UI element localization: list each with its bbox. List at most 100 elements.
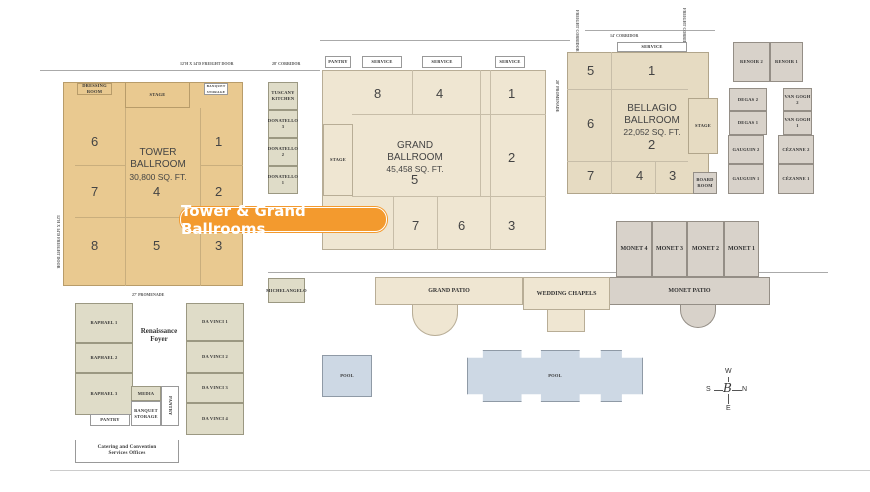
- cezanne-1[interactable]: Cézanne 1: [778, 164, 814, 194]
- monet-patio[interactable]: Monet Patio: [609, 277, 770, 305]
- room-label: Catering and Convention Services Offices: [97, 445, 157, 456]
- tower-ballroom[interactable]: [63, 82, 243, 286]
- monet-3[interactable]: Monet 3: [652, 221, 687, 277]
- section-number: 6: [91, 134, 99, 149]
- section-number: 5: [153, 238, 161, 253]
- room-label: Media: [137, 390, 155, 396]
- catering-offices[interactable]: Catering and Convention Services Offices: [75, 440, 179, 463]
- banquet-storage[interactable]: Banquet Storage: [204, 83, 228, 95]
- wedding-chapels[interactable]: Wedding Chapels: [523, 277, 610, 310]
- degas-2[interactable]: Degas 2: [729, 88, 767, 111]
- donatello-1[interactable]: Donatello 1: [268, 166, 298, 194]
- divider: [567, 89, 688, 90]
- van-gogh-1[interactable]: Van Gogh 1: [783, 111, 812, 135]
- section-number: 4: [636, 168, 644, 183]
- section-number: 2: [508, 150, 516, 165]
- room-label: Donatello 3: [267, 118, 299, 129]
- van-gogh-2[interactable]: Van Gogh 2: [783, 88, 812, 111]
- divider: [200, 108, 201, 286]
- grand-patio-bay: [412, 300, 458, 336]
- divider: [75, 217, 243, 218]
- corridor-label: 14' corridor: [610, 33, 639, 38]
- section-number: 2: [648, 137, 656, 152]
- board-room[interactable]: Board Room: [693, 172, 717, 194]
- pantry[interactable]: Pantry: [325, 56, 351, 68]
- donatello-3[interactable]: Donatello 3: [268, 110, 298, 138]
- gauguin-1[interactable]: Gauguin 1: [728, 164, 764, 194]
- pool-main[interactable]: Pool: [467, 350, 643, 402]
- pool-label: Pool: [548, 373, 562, 378]
- section-number: 7: [91, 184, 99, 199]
- renoir-2[interactable]: Renoir 2: [733, 42, 770, 82]
- compass-west: W: [725, 368, 732, 375]
- cezanne-2[interactable]: Cézanne 2: [778, 135, 814, 164]
- compass-north: N: [742, 386, 748, 393]
- media-room[interactable]: Media: [131, 386, 161, 401]
- service-room[interactable]: Service: [617, 42, 687, 52]
- da-vinci-1[interactable]: Da Vinci 1: [186, 303, 244, 341]
- grand-stage[interactable]: Stage: [323, 124, 353, 196]
- pool-small[interactable]: Pool: [322, 355, 372, 397]
- divider: [567, 161, 688, 162]
- divider: [125, 108, 126, 286]
- room-label: Michelangelo: [266, 287, 307, 293]
- board-room-label: Board Room: [696, 177, 714, 188]
- compass-east: E: [726, 405, 731, 412]
- renoir-1[interactable]: Renoir 1: [770, 42, 803, 82]
- bottom-border: [50, 470, 870, 471]
- tower-stage[interactable]: Stage: [125, 82, 190, 108]
- grand-patio[interactable]: Grand Patio: [375, 277, 523, 305]
- raphael-3[interactable]: Raphael 3: [75, 373, 133, 415]
- section-number: 1: [508, 86, 516, 101]
- pool-label: Pool: [340, 373, 354, 378]
- pantry-label: Pantry: [328, 59, 348, 64]
- monet-2[interactable]: Monet 2: [687, 221, 724, 277]
- pantry[interactable]: Pantry: [90, 414, 130, 426]
- room-label: Da Vinci 1: [202, 319, 228, 324]
- raphael-1[interactable]: Raphael 1: [75, 303, 133, 343]
- room-label: Monet 1: [727, 246, 756, 252]
- room-label: Da Vinci 2: [202, 354, 228, 359]
- da-vinci-2[interactable]: Da Vinci 2: [186, 341, 244, 373]
- gauguin-2[interactable]: Gauguin 2: [728, 135, 764, 164]
- dressing-room[interactable]: Dressing Room: [77, 83, 112, 95]
- da-vinci-4[interactable]: Da Vinci 4: [186, 403, 244, 435]
- section-number: 1: [648, 63, 656, 78]
- room-label: Grand Patio: [428, 288, 470, 294]
- room-label: Raphael 3: [90, 391, 118, 396]
- monet-4[interactable]: Monet 4: [616, 221, 652, 277]
- freight-door-label: 12'H x 14'D Freight Door: [180, 61, 234, 66]
- pantry[interactable]: Pantry: [161, 386, 179, 426]
- monet-1[interactable]: Monet 1: [724, 221, 759, 277]
- banquet-storage[interactable]: Banquet Storage: [131, 401, 161, 426]
- room-label: Monet 4: [620, 246, 648, 252]
- raphael-2[interactable]: Raphael 2: [75, 343, 133, 373]
- tower-ballroom-name: TOWER BALLROOM: [130, 147, 186, 170]
- room-label: Raphael 2: [90, 355, 118, 360]
- degas-1[interactable]: Degas 1: [729, 111, 767, 135]
- room-label: Raphael 1: [90, 320, 118, 325]
- service-room[interactable]: Service: [362, 56, 402, 68]
- service-room[interactable]: Service: [422, 56, 462, 68]
- donatello-2[interactable]: Donatello 2: [268, 138, 298, 166]
- bellagio-logo-icon: B: [723, 381, 732, 395]
- michelangelo[interactable]: Michelangelo: [266, 278, 307, 303]
- service-room[interactable]: Service: [495, 56, 525, 68]
- tuscany-kitchen[interactable]: Tuscany Kitchen: [268, 82, 298, 110]
- room-label: Cézanne 1: [782, 176, 810, 181]
- wall: [268, 272, 828, 273]
- room-label: Monet 2: [691, 246, 720, 252]
- bellagio-stage[interactable]: Stage: [688, 98, 718, 154]
- bellagio-area: 22,052 SQ. FT.: [623, 127, 681, 137]
- da-vinci-3[interactable]: Da Vinci 3: [186, 373, 244, 403]
- section-number: 3: [508, 218, 516, 233]
- service-label: Service: [371, 59, 393, 64]
- room-label: Gauguin 2: [732, 146, 760, 152]
- room-label: Da Vinci 4: [202, 416, 228, 421]
- section-number: 8: [91, 238, 99, 253]
- grand-ballroom-name: GRAND BALLROOM: [387, 140, 443, 163]
- section-number: 5: [587, 63, 595, 78]
- section-number: 3: [669, 168, 677, 183]
- highlight-label[interactable]: Tower & Grand Ballrooms: [180, 202, 387, 238]
- wall: [585, 30, 715, 31]
